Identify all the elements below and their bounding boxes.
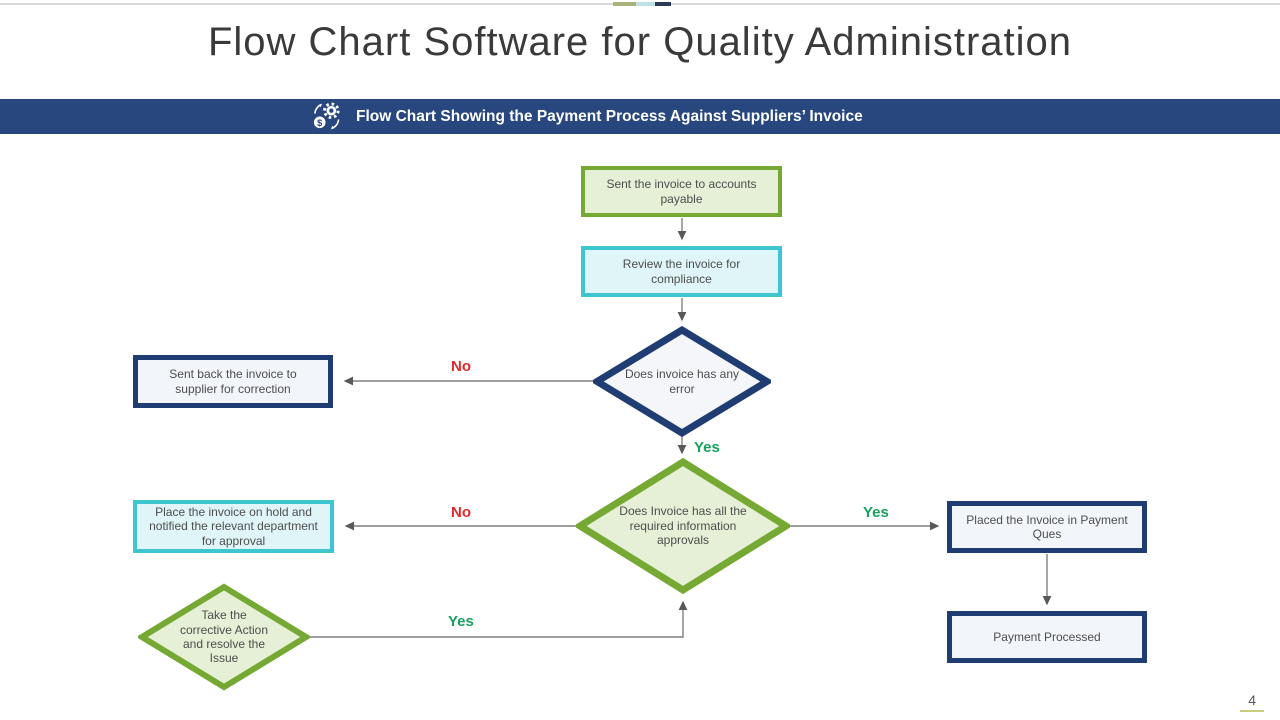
money-gear-icon: $ (311, 101, 342, 132)
label-corrective-yes: Yes (448, 613, 474, 630)
node-place-hold-label: Place the invoice on hold and notified t… (149, 504, 318, 548)
node-corrective-action: Take the corrective Action and resolve t… (138, 583, 310, 691)
diamond-shape (576, 458, 790, 594)
node-approvals-decision-label: Does Invoice has all the required inform… (619, 504, 747, 548)
diamond-shape (593, 326, 771, 437)
accent-dash-navy (655, 2, 671, 6)
accent-dash-green (613, 2, 636, 6)
node-approvals-decision: Does Invoice has all the required inform… (576, 458, 790, 594)
svg-text:$: $ (317, 118, 322, 128)
node-payment-queue: Placed the Invoice in Payment Ques (947, 501, 1147, 553)
page-number: 4 (1240, 692, 1264, 712)
node-sent-back: Sent back the invoice to supplier for co… (133, 355, 333, 408)
label-error-yes: Yes (694, 439, 720, 456)
node-review-invoice-label: Review the invoice for compliance (622, 257, 741, 286)
section-banner: $ Flow Chart Showing the Payment Process… (0, 99, 1280, 134)
label-approvals-yes: Yes (863, 504, 889, 521)
label-approvals-no: No (451, 504, 471, 521)
accent-dash-cyan (636, 2, 655, 6)
node-place-hold: Place the invoice on hold and notified t… (133, 500, 334, 553)
page-title: Flow Chart Software for Quality Administ… (207, 20, 1073, 64)
label-error-no: No (451, 358, 471, 375)
node-corrective-action-label: Take the corrective Action and resolve t… (179, 608, 269, 666)
banner-title: Flow Chart Showing the Payment Process A… (356, 107, 863, 125)
node-sent-back-label: Sent back the invoice to supplier for co… (169, 367, 297, 396)
node-sent-invoice: Sent the invoice to accounts payable (581, 166, 782, 217)
node-review-invoice: Review the invoice for compliance (581, 246, 782, 297)
node-payment-queue-label: Placed the Invoice in Payment Ques (966, 512, 1128, 541)
node-sent-invoice-label: Sent the invoice to accounts payable (606, 177, 757, 206)
node-error-decision: Does invoice has any error (593, 326, 771, 437)
node-payment-processed: Payment Processed (947, 611, 1147, 663)
diamond-shape (138, 583, 310, 691)
node-error-decision-label: Does invoice has any error (624, 367, 740, 396)
node-payment-processed-label: Payment Processed (993, 629, 1101, 644)
